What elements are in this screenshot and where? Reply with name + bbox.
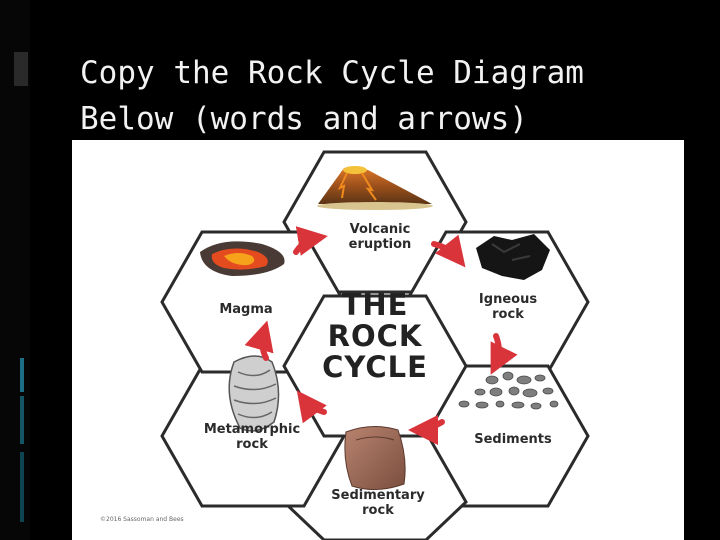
diagram-center-title: THE ROCK CYCLE [300, 290, 450, 383]
arrow-metamorphic-to-magma [262, 332, 266, 358]
accent-strip [20, 358, 24, 392]
stage-label-igneous-rock: Igneous rock [458, 292, 558, 322]
title-bullet-square [14, 52, 28, 86]
copyright-text: ©2016 Sassoman and Bees [100, 516, 184, 523]
stage-label-sediments: Sediments [446, 432, 580, 447]
rock-cycle-diagram: THE ROCK CYCLE Volcanic eruption Igneous… [72, 140, 684, 540]
stage-label-volcanic-eruption: Volcanic eruption [330, 222, 430, 252]
stage-label-sedimentary-rock: Sedimentary rock [322, 488, 434, 518]
metamorphic-rock-icon [229, 356, 278, 431]
stage-label-metamorphic-rock: Metamorphic rock [192, 422, 312, 452]
accent-strip [20, 396, 24, 444]
sedimentary-rock-icon [345, 426, 405, 489]
arrow-igneous-to-sediments [496, 336, 499, 364]
stage-label-magma: Magma [196, 302, 296, 317]
accent-strip [20, 452, 24, 522]
slide-title: Copy the Rock Cycle Diagram Below (words… [80, 50, 700, 142]
